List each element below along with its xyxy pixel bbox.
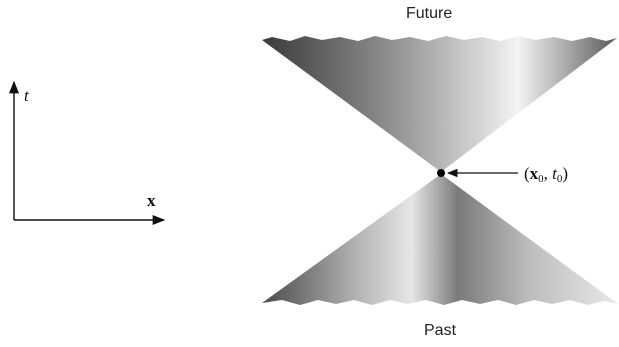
past-label: Past	[424, 322, 456, 340]
space-axis-label: x	[147, 191, 156, 211]
event-close-paren: )	[562, 164, 568, 183]
event-position-symbol: x	[530, 164, 539, 183]
past-light-cone	[262, 174, 618, 305]
future-label: Future	[406, 5, 452, 23]
event-separator: ,	[544, 164, 553, 183]
event-point	[437, 169, 445, 177]
event-coordinate-label: (x0, t0)	[524, 164, 568, 185]
time-axis-label: t	[24, 86, 29, 106]
future-light-cone	[262, 36, 617, 172]
